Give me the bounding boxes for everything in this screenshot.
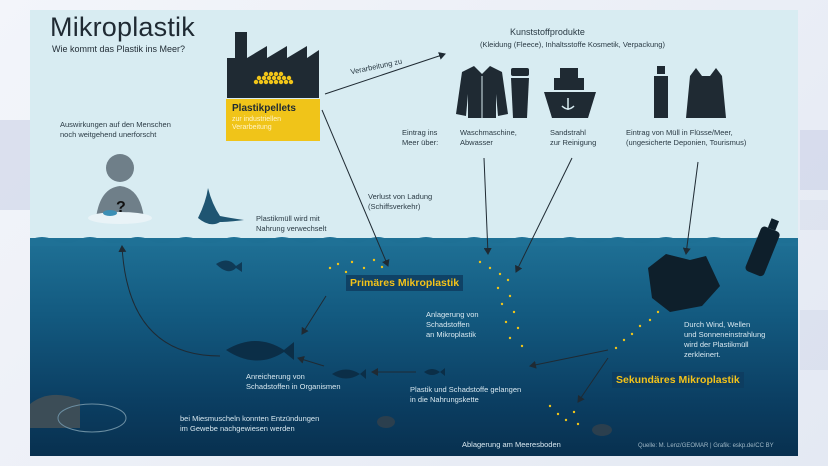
secondary-microplastic-label: Sekundäres Mikroplastik [612,372,744,388]
pellet-label-box: Plastikpellets zur industriellen Verarbe… [226,99,320,141]
products-title: Kunststoffprodukte [510,27,585,37]
pellet-sub-1: zur industriellen [232,116,282,123]
breakdown-note-3: wird der Plastikmüll [684,340,749,349]
mussels-note-2: im Gewebe nachgewiesen werden [180,424,295,433]
arrow-cargo-loss [321,109,390,267]
diagram-graphics [30,32,780,436]
decorative-block [800,310,828,370]
cargo-note-1: Verlust von Ladung [368,192,433,201]
breakdown-note-4: zerkleinert. [684,350,721,359]
bird-note-2: Nahrung verwechselt [256,224,327,233]
factory-icon [227,32,319,98]
decorative-block [800,130,828,190]
waste-label-2: (ungesicherte Deponien, Tourismus) [626,138,747,147]
floating-bottle-icon [745,218,780,277]
decorative-block [800,200,828,230]
bird-note-1: Plastikmüll wird mit [256,214,320,223]
small-fish-icon [216,260,242,272]
pellet-sub-2: Verarbeitung [232,124,272,131]
ship-icon [544,68,596,118]
page-title: Mikroplastik [50,12,195,42]
accumulation-note-2: Schadstoffen in Organismen [246,382,341,391]
breakdown-note-1: Durch Wind, Wellen [684,320,751,329]
crab-icon [377,416,395,428]
pollutant-note-1: Anlagerung von [426,310,479,319]
source-credit: Quelle: M. Lenz/GEOMAR | Grafik: eskp.de… [638,443,774,449]
arrow-secondary-to-foodchain [529,349,609,369]
arrow-primary-to-fish [301,295,327,335]
arrow-sandblast [515,157,573,273]
cargo-note-2: (Schiffsverkehr) [368,202,421,211]
large-fish-icon [226,341,294,361]
bottle-icon [654,66,668,118]
jacket-icon [456,66,508,118]
products-subtitle: (Kleidung (Fleece), Inhaltsstoffe Kosmet… [480,40,665,49]
pollutant-note-2: Schadstoffen [426,320,470,329]
cosmetic-tube-icon [511,68,529,118]
entry-label-1: Eintrag ins [402,128,438,137]
arrow-to-human [118,245,221,357]
sky-area [30,10,798,242]
arrow-mid-to-large-fish [297,355,325,367]
washing-label-2: Abwasser [460,138,493,147]
accumulation-note-1: Anreicherung von [246,372,305,381]
waste-label-1: Eintrag von Müll in Flüsse/Meer, [626,128,733,137]
foodchain-note-2: in die Nahrungskette [410,395,479,404]
sandblast-label-1: Sandstrahl [550,128,586,137]
question-mark: ? [116,199,126,216]
seabird-icon [198,188,244,225]
floating-bag-icon [648,254,720,312]
page-subtitle: Wie kommt das Plastik ins Meer? [52,44,186,54]
small-fish-icon-2 [424,368,445,376]
infographic-panel: Mikroplastik Wie kommt das Plastik ins M… [30,10,798,456]
turtle-icon [592,424,612,436]
human-effects-2: noch weitgehend unerforscht [60,130,157,139]
fishing-net-icon [57,403,127,433]
pollutant-note-3: an Mikroplastik [426,330,477,339]
arrow-to-seabed [577,357,609,403]
breakdown-note-2: und Sonneneinstrahlung [684,330,766,339]
microplastic-dots [328,258,660,426]
mussels-note-1: bei Miesmuscheln konnten Entzündungen [180,414,320,423]
pellet-title: Plastikpellets [232,103,296,114]
foodchain-note-1: Plastik und Schadstoffe gelangen [410,385,522,394]
rock-icon [30,394,80,428]
primary-microplastic-label: Primäres Mikroplastik [346,275,464,291]
human-effects-1: Auswirkungen auf den Menschen [60,120,171,129]
washing-label-1: Waschmaschine, [460,128,517,137]
plastic-bag-icon [686,68,726,118]
medium-fish-icon [332,369,366,379]
entry-label-2: Meer über: [402,138,439,147]
decorative-block [0,120,30,210]
arrow-washing [483,157,492,255]
sandblast-label-2: zur Reinigung [550,138,597,147]
person-icon [88,154,152,224]
wave-line [30,237,798,246]
arrow-waste [682,161,699,255]
seabed-note: Ablagerung am Meeresboden [462,440,561,449]
arrow-processing [324,52,446,95]
